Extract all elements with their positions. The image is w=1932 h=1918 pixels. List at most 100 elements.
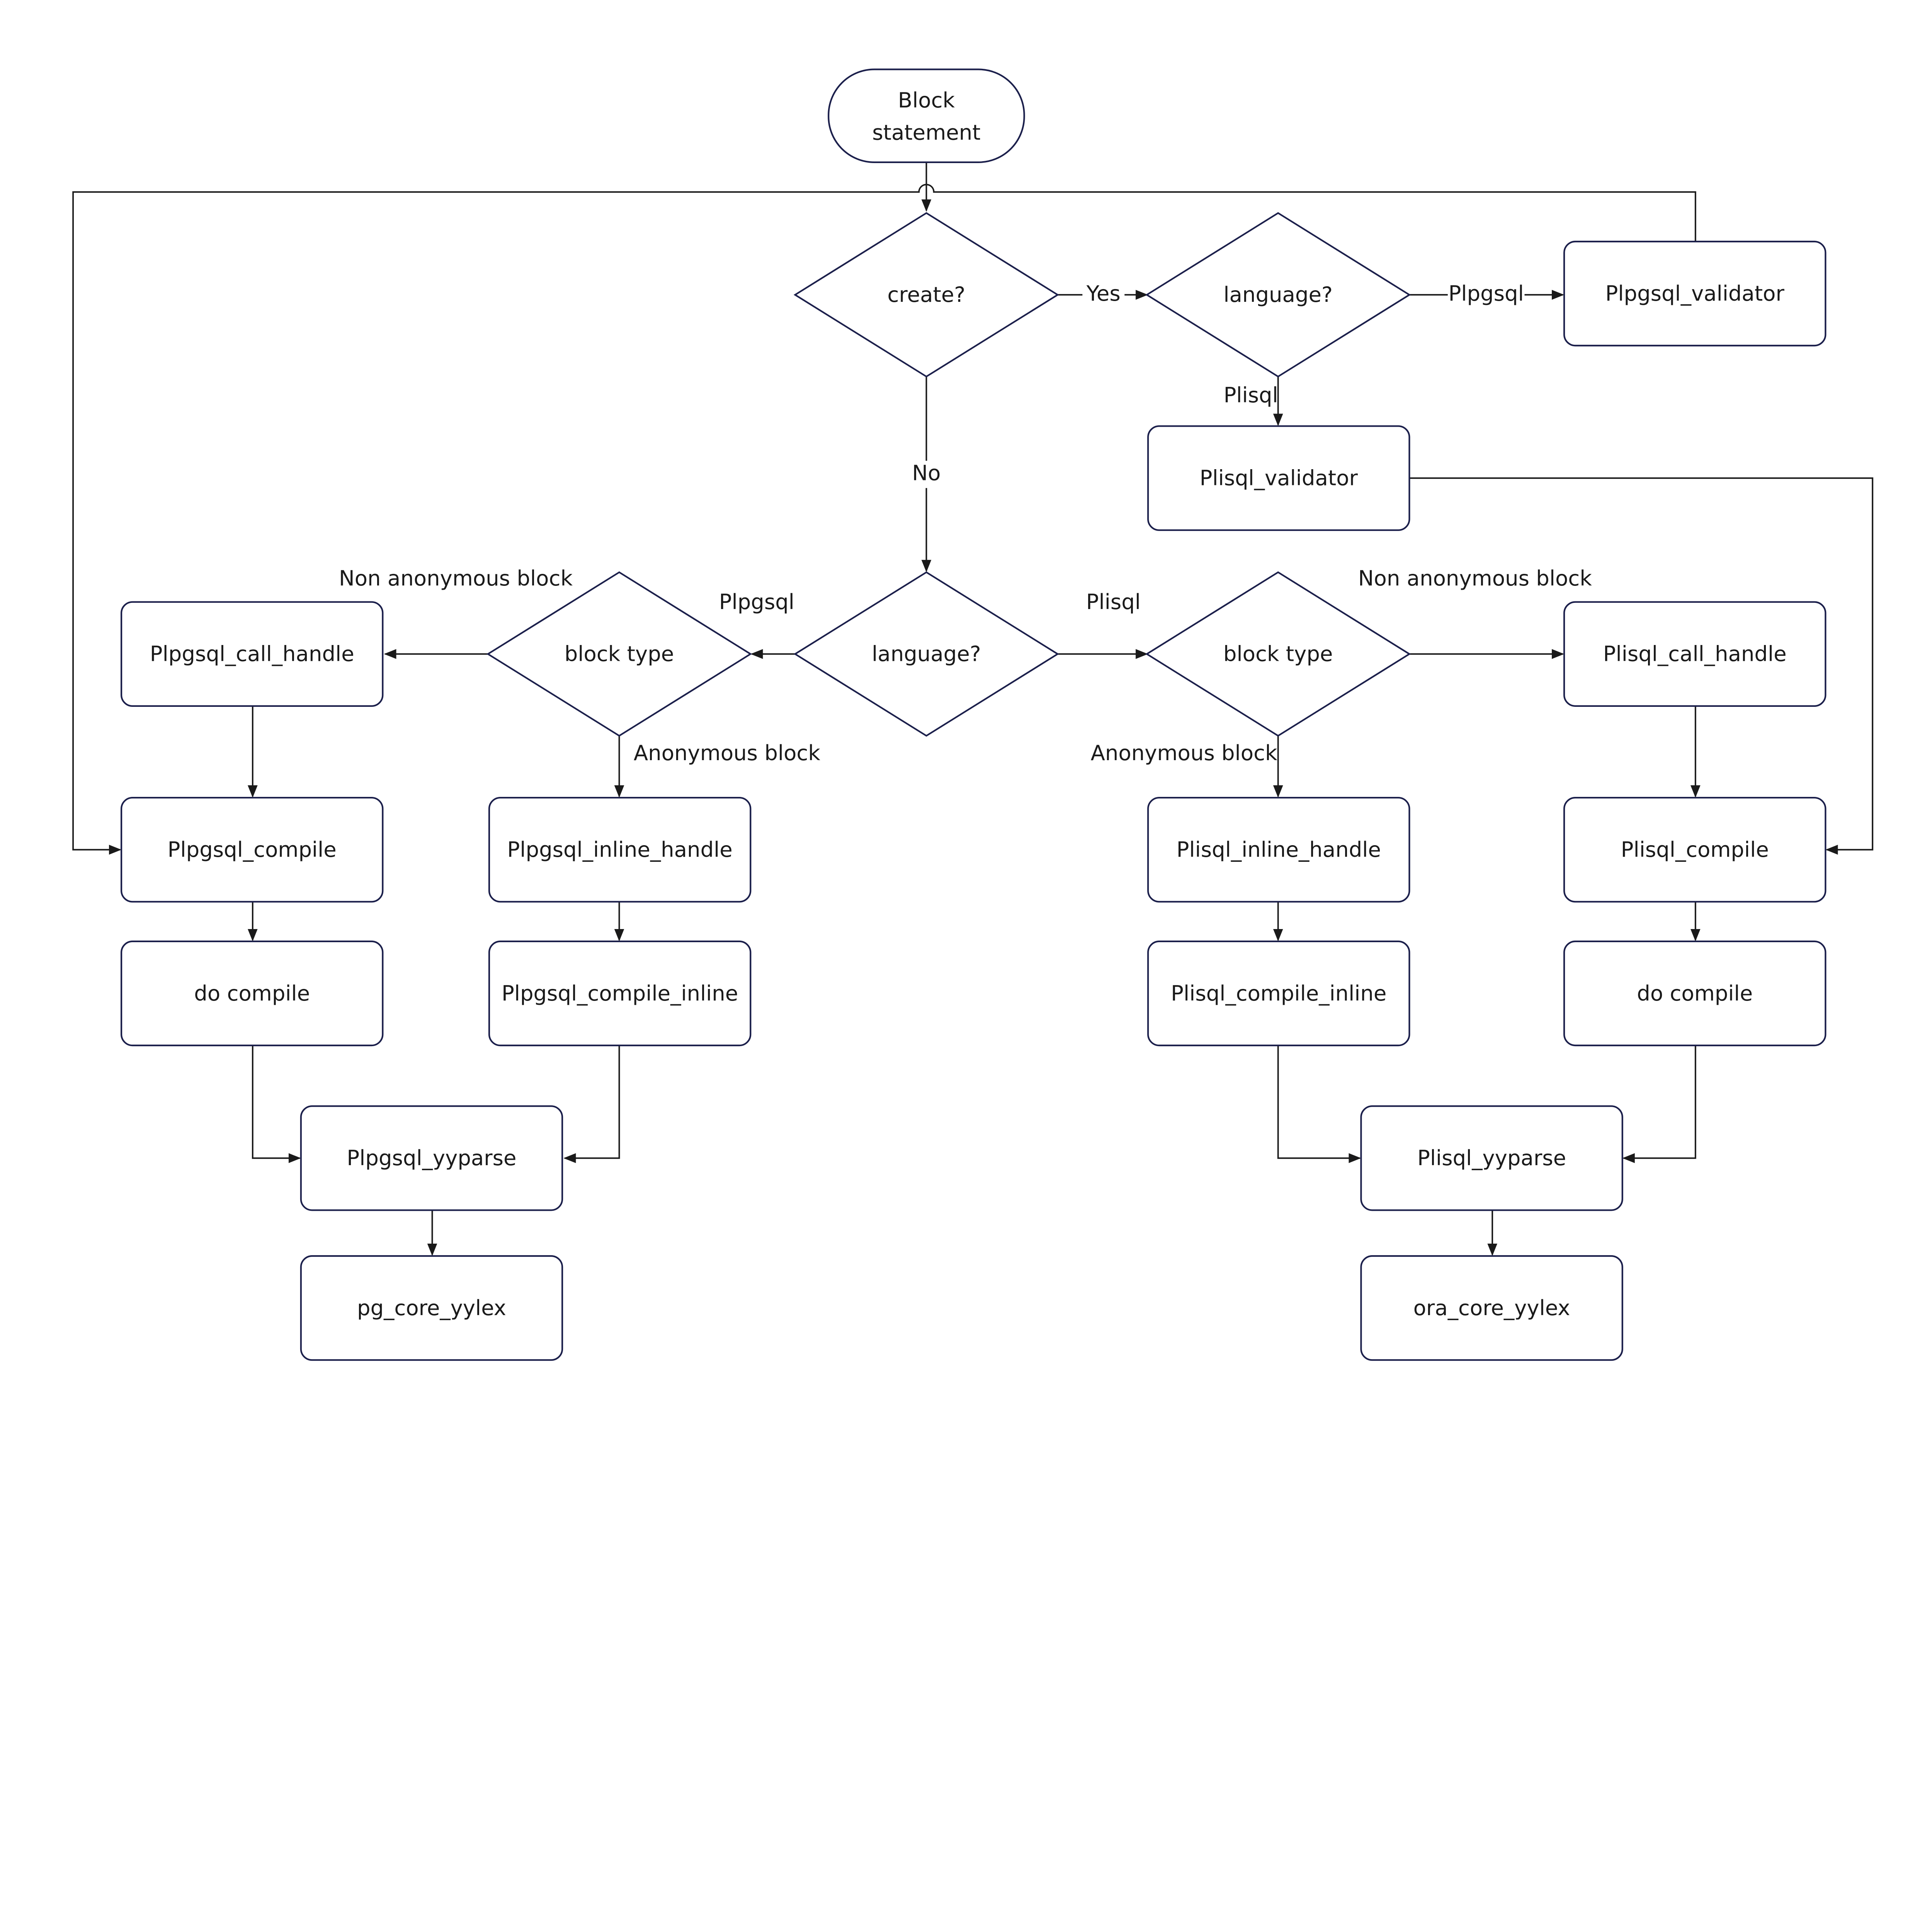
start-label-line1: Block: [898, 88, 955, 112]
node-label: Plpgsql_yyparse: [347, 1145, 516, 1170]
edge-label-text: Non anonymous block: [339, 566, 573, 591]
process-box: [488, 797, 752, 903]
terminal-shape: [828, 68, 1025, 163]
node-plisql-yyparse: Plisql_yyparse: [1360, 1105, 1623, 1211]
edge-do-to-yyparse-left: [252, 1045, 301, 1163]
node-label: Plisql_inline_handle: [1177, 837, 1381, 862]
process-box: [1563, 240, 1827, 347]
edge-inline-to-yyparse-right: [1277, 1045, 1361, 1163]
label-background: [1447, 281, 1525, 309]
edge-label-text: Non anonymous block: [1358, 566, 1592, 591]
node-plisql-do-compile: do compile: [1563, 940, 1827, 1047]
node-label: Plisql_validator: [1200, 466, 1358, 490]
edge-label-mid-plpgsql: Plpgsql: [719, 589, 794, 614]
process-box: [121, 940, 384, 1047]
node-plisql-call-handle: Plisql_call_handle: [1563, 601, 1827, 707]
node-plpgsql-yyparse: Plpgsql_yyparse: [300, 1105, 563, 1211]
process-box: [121, 601, 384, 707]
node-label: Plisql_yyparse: [1417, 1145, 1566, 1170]
decision-label: block type: [565, 642, 674, 666]
node-ora-core-yylex: ora_core_yylex: [1360, 1255, 1623, 1361]
decision-language-top: language?: [1145, 212, 1411, 378]
edge-label-yes: Yes: [1082, 281, 1125, 309]
node-label: Plisql_compile: [1621, 837, 1769, 862]
decision-language-mid: language?: [793, 571, 1060, 737]
decision-diamond: [793, 571, 1060, 737]
node-plisql-validator: Plisql_validator: [1147, 425, 1410, 531]
edge-label-text: Anonymous block: [634, 740, 820, 765]
edge-label-text: Plisql: [1224, 383, 1278, 407]
edge-label-no: No: [905, 461, 947, 488]
label-background: [1082, 281, 1125, 309]
node-plpgsql-compile: Plpgsql_compile: [121, 797, 384, 903]
shapes-layer: Plpgsql_validatorPlisql_validatorPlpgsql…: [121, 68, 1827, 1361]
process-box: [300, 1255, 563, 1361]
node-plisql-inline-handle: Plisql_inline_handle: [1147, 797, 1410, 903]
decision-block-type-left: block type: [486, 571, 752, 737]
edge-label-left-non-anonymous: Non anonymous block: [339, 566, 573, 591]
process-box: [1563, 940, 1827, 1047]
decision-label: block type: [1223, 642, 1333, 666]
edge-loop-validator-to-compile: [72, 184, 1696, 855]
decision-create: create?: [793, 212, 1060, 378]
node-label: do compile: [1637, 981, 1753, 1006]
node-plpgsql-compile-inline: Plpgsql_compile_inline: [488, 940, 752, 1047]
decision-diamond: [486, 571, 752, 737]
process-box: [488, 940, 752, 1047]
node-label: Plpgsql_validator: [1605, 281, 1785, 306]
decision-label: language?: [872, 642, 981, 666]
edge-label-top-plpgsql: Plpgsql: [1447, 281, 1525, 309]
process-box: [1360, 1255, 1623, 1361]
edge-label-mid-plisql: Plisql: [1086, 589, 1141, 614]
flowchart: Plpgsql_validatorPlisql_validatorPlpgsql…: [72, 68, 1874, 1361]
decision-diamond: [1145, 571, 1411, 737]
process-box: [1563, 601, 1827, 707]
node-label: Plpgsql_compile: [168, 837, 337, 862]
node-plisql-compile: Plisql_compile: [1563, 797, 1827, 903]
edge-label-left-anonymous: Anonymous block: [634, 740, 820, 765]
decision-diamond: [793, 212, 1060, 378]
node-plpgsql-inline-handle: Plpgsql_inline_handle: [488, 797, 752, 903]
node-plpgsql-call-handle: Plpgsql_call_handle: [121, 601, 384, 707]
node-label: pg_core_yylex: [357, 1295, 506, 1320]
edge-inline-to-yyparse-left: [563, 1045, 620, 1163]
edge-label-text: Plpgsql: [1449, 281, 1524, 306]
edge-label-text: No: [912, 461, 940, 485]
edge-label-text: Yes: [1086, 281, 1121, 306]
node-label: do compile: [194, 981, 310, 1006]
edge-label-top-plisql: Plisql: [1224, 383, 1278, 407]
decision-block-type-right: block type: [1145, 571, 1411, 737]
decision-diamond: [1145, 212, 1411, 378]
node-label: Plpgsql_compile_inline: [502, 981, 738, 1006]
edge-label-text: Anonymous block: [1091, 740, 1277, 765]
edge-label-text: Plpgsql: [719, 589, 794, 614]
decision-label: create?: [888, 282, 966, 307]
node-plpgsql-validator: Plpgsql_validator: [1563, 240, 1827, 347]
node-plpgsql-do-compile: do compile: [121, 940, 384, 1047]
process-box: [1563, 797, 1827, 903]
node-start: Block statement: [828, 68, 1025, 163]
node-label: Plpgsql_inline_handle: [507, 837, 733, 862]
process-box: [1147, 425, 1410, 531]
edge-label-text: Plisql: [1086, 589, 1141, 614]
edge-plisql-validator-to-compile: [1409, 477, 1874, 855]
node-pg-core-yylex: pg_core_yylex: [300, 1255, 563, 1361]
process-box: [1147, 940, 1410, 1047]
start-label-line2: statement: [872, 120, 980, 145]
edge-label-right-anonymous: Anonymous block: [1091, 740, 1277, 765]
edges-layer: [72, 162, 1874, 1256]
process-box: [121, 797, 384, 903]
node-label: Plpgsql_call_handle: [150, 642, 354, 666]
process-box: [1147, 797, 1410, 903]
decision-label: language?: [1223, 282, 1333, 307]
edge-label-right-non-anonymous: Non anonymous block: [1358, 566, 1592, 591]
node-label: Plisql_compile_inline: [1171, 981, 1386, 1006]
label-background: [905, 461, 947, 488]
edge-do-to-yyparse-right: [1622, 1045, 1696, 1163]
node-label: ora_core_yylex: [1413, 1295, 1570, 1320]
process-box: [300, 1105, 563, 1211]
process-box: [1360, 1105, 1623, 1211]
node-label: Plisql_call_handle: [1603, 642, 1787, 666]
node-plisql-compile-inline: Plisql_compile_inline: [1147, 940, 1410, 1047]
